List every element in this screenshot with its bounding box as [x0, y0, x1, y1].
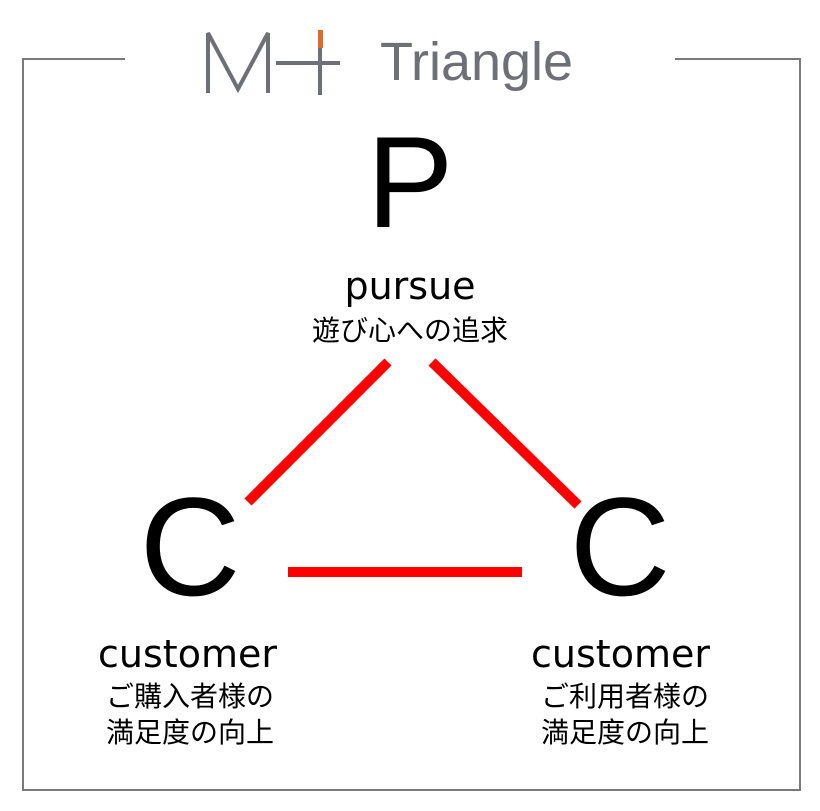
left-letter: C — [139, 468, 241, 625]
right-desc-1: ご利用者様の — [540, 680, 709, 713]
top-desc: 遊び心への追求 — [311, 314, 508, 347]
left-desc-2: 満足度の向上 — [105, 716, 274, 749]
logo-title: Triangle — [380, 32, 574, 92]
left-desc-1: ご購入者様の — [105, 680, 274, 713]
frame-right — [799, 58, 801, 791]
frame-top-left — [22, 58, 125, 60]
line-top-right — [428, 358, 582, 509]
logo: Triangle — [200, 25, 610, 100]
right-letter: C — [569, 468, 671, 625]
top-word: pursue — [344, 264, 476, 308]
top-letter: P — [366, 109, 454, 255]
line-top-left — [244, 358, 392, 506]
right-desc-2: 満足度の向上 — [540, 716, 709, 749]
frame-top-right — [675, 58, 801, 60]
right-word: customer — [531, 632, 710, 676]
frame-bottom — [22, 789, 801, 791]
left-word: customer — [98, 632, 277, 676]
frame-left — [22, 58, 24, 791]
